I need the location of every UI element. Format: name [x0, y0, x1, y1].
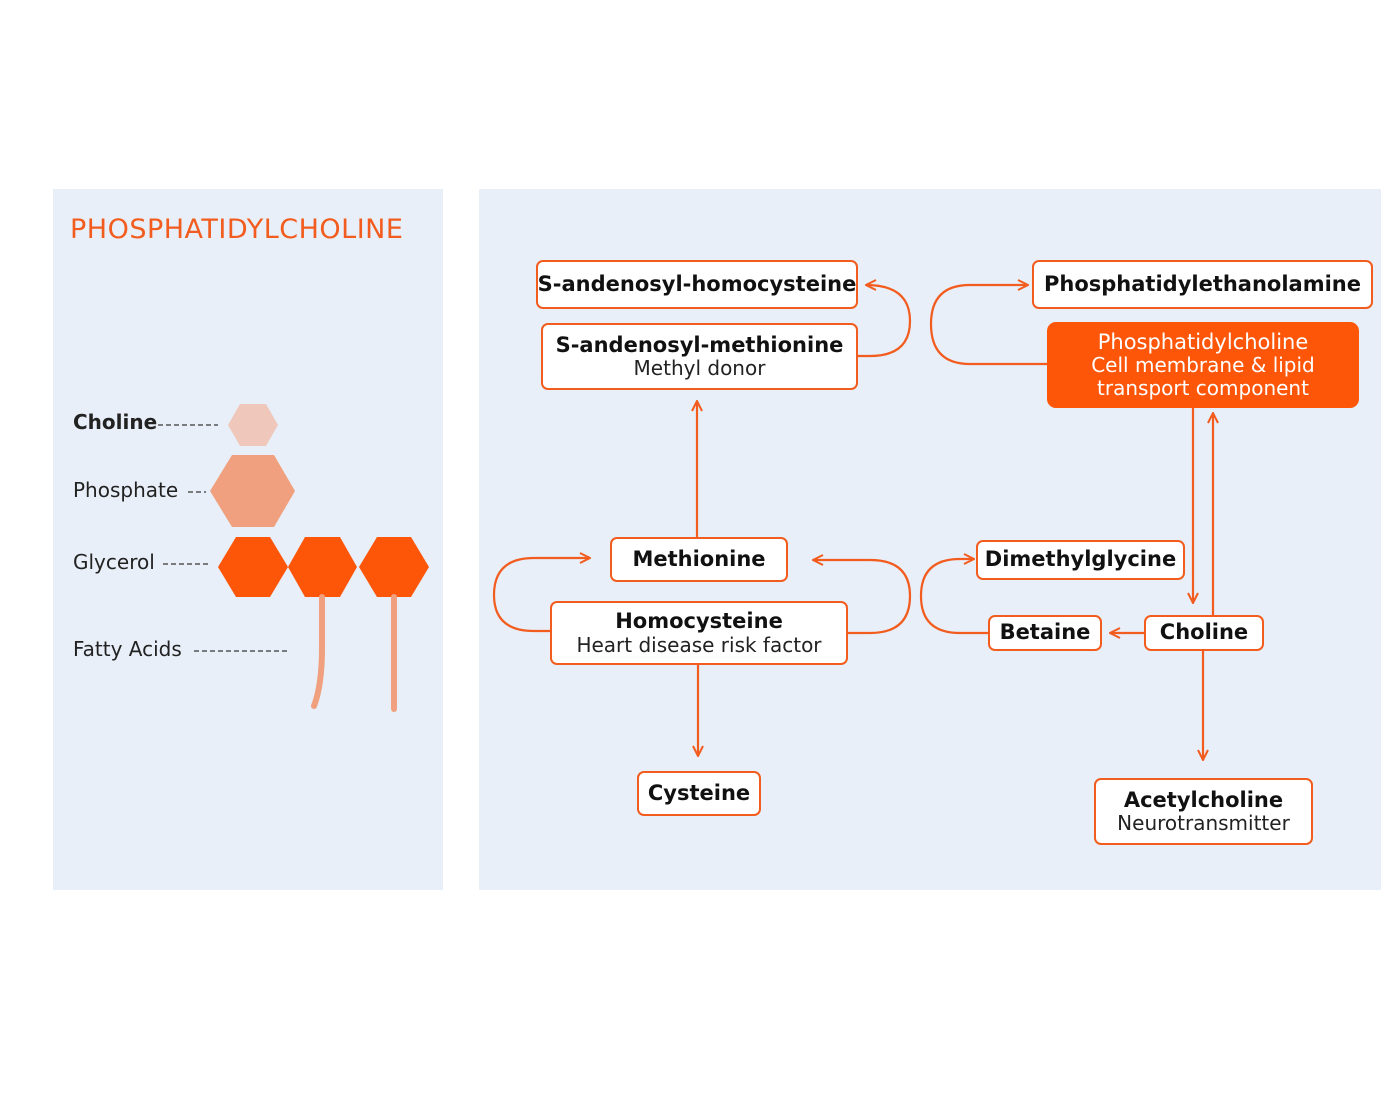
- choline-hexagon: [228, 404, 278, 446]
- node-sah: S-andenosyl-homocysteine: [536, 260, 858, 309]
- legend-phosphate: Phosphate: [73, 478, 179, 502]
- node-pc: Phosphatidylcholine Cell membrane & lipi…: [1047, 322, 1359, 408]
- node-acetylcholine: Acetylcholine Neurotransmitter: [1094, 778, 1313, 845]
- node-choline-title: Choline: [1159, 620, 1249, 645]
- node-acetylcholine-title: Acetylcholine: [1123, 787, 1284, 812]
- node-betaine: Betaine: [988, 615, 1102, 651]
- legend-fatty-acids: Fatty Acids: [73, 637, 182, 661]
- node-sam-subtitle: Methyl donor: [633, 356, 766, 381]
- phosphate-hexagon: [210, 455, 295, 527]
- arrow-betaine-to-dmg: [919, 559, 989, 635]
- node-homocysteine-title: Homocysteine: [615, 609, 783, 634]
- node-dimethylglycine: Dimethylglycine: [976, 540, 1185, 580]
- arrow-homocysteine-to-methionine-right: [813, 560, 912, 635]
- node-homocysteine-subtitle: Heart disease risk factor: [576, 632, 822, 657]
- node-pc-title: Phosphatidylcholine: [1097, 329, 1309, 354]
- legend-glycerol: Glycerol: [73, 550, 155, 574]
- node-betaine-title: Betaine: [999, 620, 1091, 645]
- node-dimethylglycine-title: Dimethylglycine: [984, 547, 1177, 572]
- node-sam-title: S-andenosyl-methionine: [555, 332, 844, 357]
- node-homocysteine: Homocysteine Heart disease risk factor: [550, 601, 848, 665]
- fatty-acid-tail-1: [311, 594, 325, 709]
- glycerol-hexagon-3: [359, 537, 429, 597]
- node-pc-subtitle-1: Cell membrane & lipid: [1091, 353, 1315, 378]
- node-sah-title: S-andenosyl-homocysteine: [537, 271, 857, 296]
- glycerol-hexagon-2: [288, 537, 357, 597]
- arrow-sam-to-sah: [857, 285, 912, 358]
- arrow-homocysteine-to-methionine-left: [492, 558, 590, 633]
- arrow-pc-to-pe: [929, 285, 1048, 366]
- node-methionine: Methionine: [610, 537, 788, 582]
- node-sam: S-andenosyl-methionine Methyl donor: [541, 323, 858, 390]
- structure-title: PHOSPHATIDYLCHOLINE: [70, 214, 404, 245]
- node-cysteine: Cysteine: [637, 771, 761, 816]
- node-pe: Phosphatidylethanolamine: [1032, 260, 1373, 309]
- node-pe-title: Phosphatidylethanolamine: [1044, 271, 1361, 296]
- glycerol-hexagon-1: [218, 537, 288, 597]
- node-acetylcholine-subtitle: Neurotransmitter: [1117, 811, 1290, 836]
- node-cysteine-title: Cysteine: [647, 780, 751, 805]
- legend-choline: Choline: [73, 410, 158, 434]
- node-methionine-title: Methionine: [632, 546, 766, 571]
- node-choline: Choline: [1144, 615, 1264, 651]
- node-pc-subtitle-2: transport component: [1097, 375, 1309, 400]
